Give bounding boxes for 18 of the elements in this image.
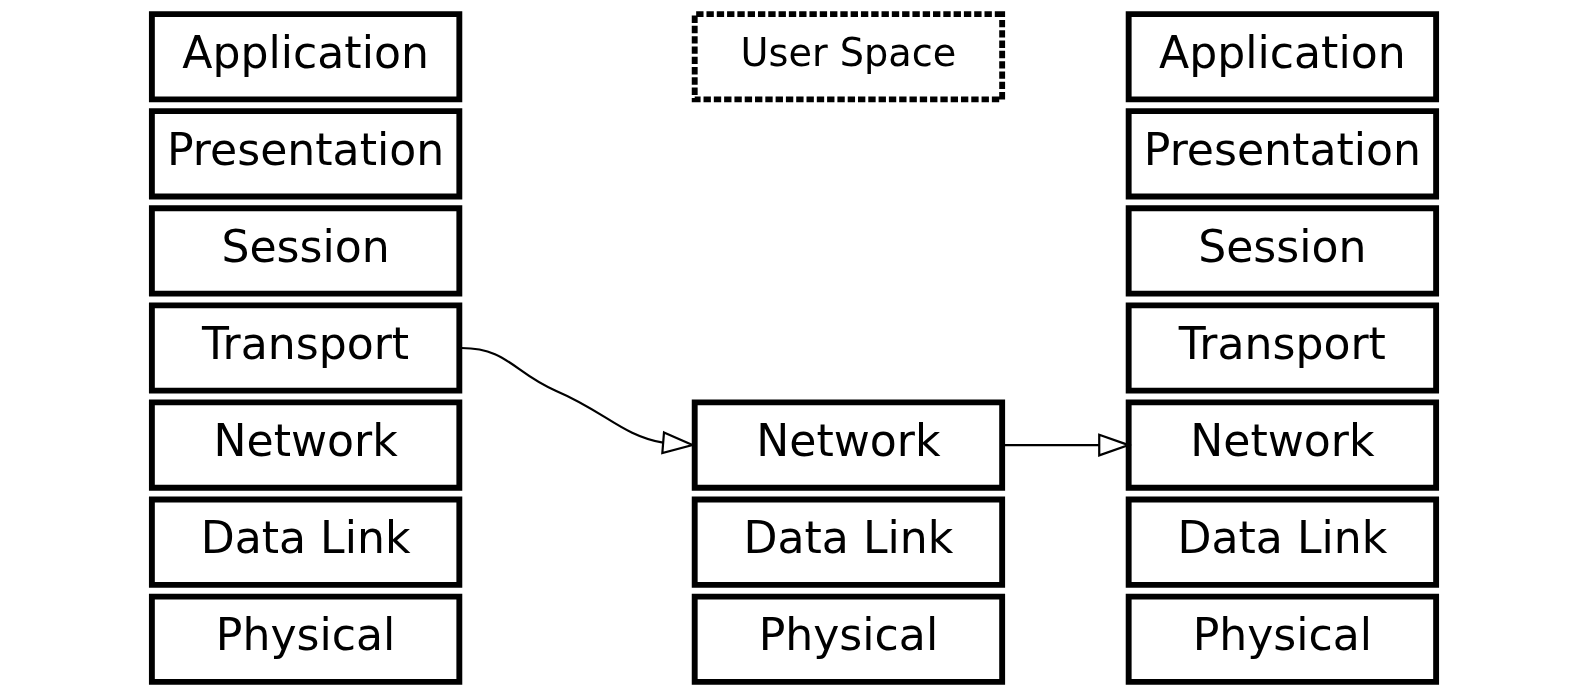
node-box: Network — [691, 399, 1005, 491]
node-box: Session — [1125, 205, 1439, 297]
node-box: Presentation — [148, 108, 462, 200]
node-box: Network — [148, 399, 462, 491]
node-box: Network — [1125, 399, 1439, 491]
node-box: Physical — [1125, 593, 1439, 685]
node-box: Application — [1125, 11, 1439, 103]
node-box: Application — [148, 11, 462, 103]
node-box: Session — [148, 205, 462, 297]
node-box: Data Link — [691, 496, 1005, 588]
node-box: Data Link — [1125, 496, 1439, 588]
node-box: User Space — [691, 11, 1005, 103]
node-box: Physical — [691, 593, 1005, 685]
node-box: Physical — [148, 593, 462, 685]
node-box: Presentation — [1125, 108, 1439, 200]
node-box: Transport — [1125, 302, 1439, 394]
node-box: Data Link — [148, 496, 462, 588]
node-box: Transport — [148, 302, 462, 394]
